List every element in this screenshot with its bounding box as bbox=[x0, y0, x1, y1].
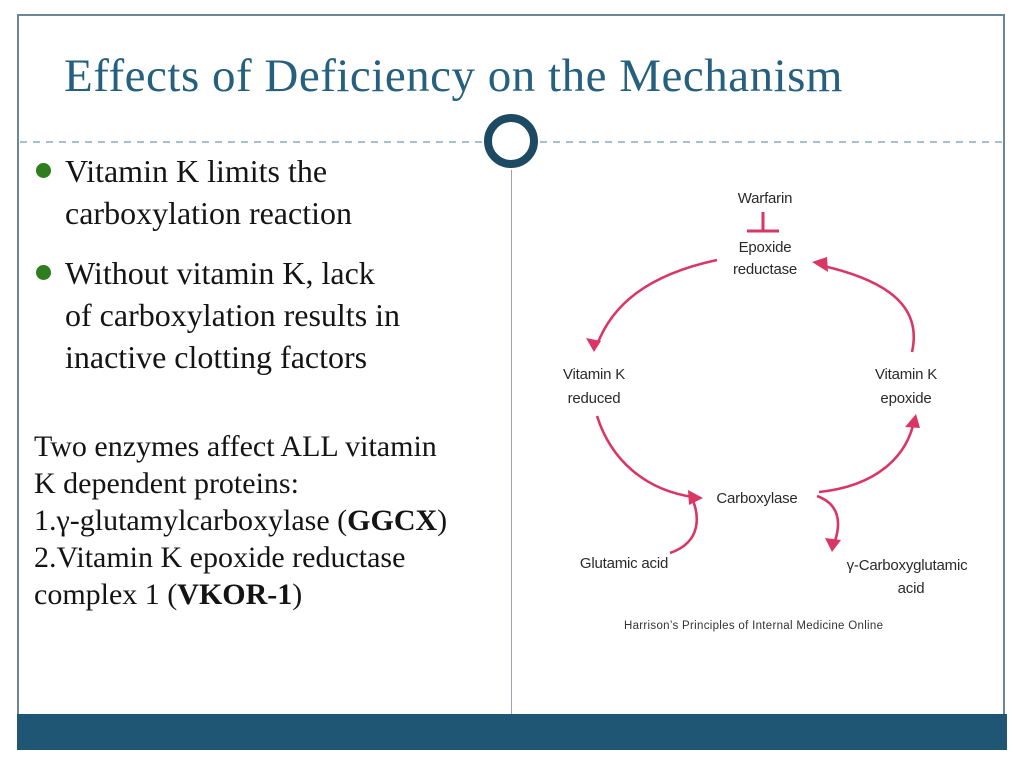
enzyme-1-text: 1.γ-glutamylcarboxylase ( bbox=[34, 504, 348, 537]
epoxide-reductase-label: Epoxide bbox=[739, 239, 792, 256]
arrow-reductase-to-reduced bbox=[595, 258, 718, 346]
slide-title: Effects of Deficiency on the Mechanism bbox=[64, 50, 843, 102]
arrow-epoxide-to-reductase bbox=[818, 263, 916, 353]
vitamin-k-reduced-label: Vitamin K bbox=[563, 366, 625, 383]
citation-text: Harrison’s Principles of Internal Medici… bbox=[624, 620, 884, 632]
bullet-line: carboxylation reaction bbox=[65, 195, 352, 231]
carboxylase-label: Carboxylase bbox=[716, 490, 797, 507]
bottom-accent-bar bbox=[17, 714, 1007, 750]
arrow-reduced-to-carboxylase bbox=[595, 415, 694, 499]
circle-ornament-icon bbox=[484, 114, 538, 168]
enzyme-2-text: complex 1 ( bbox=[34, 578, 178, 611]
paragraph-line: K dependent proteins: bbox=[34, 467, 299, 500]
column-divider-line bbox=[511, 170, 512, 714]
epoxide-reductase-label: reductase bbox=[733, 261, 797, 278]
arrowhead-icon bbox=[688, 490, 703, 505]
line-glutamic-to-carboxylase bbox=[669, 495, 699, 555]
gamma-carboxyglutamic-label: acid bbox=[898, 580, 925, 597]
list-item: Without vitamin K, lack of carboxylation… bbox=[34, 252, 512, 378]
enzyme-1-abbr: GGCX bbox=[347, 504, 438, 537]
list-item: Vitamin K limits the carboxylation react… bbox=[34, 150, 512, 234]
arrowhead-icon bbox=[825, 538, 841, 552]
bullet-text: Without vitamin K, lack of carboxylation… bbox=[65, 252, 400, 378]
bullet-line: inactive clotting factors bbox=[65, 339, 368, 375]
bullet-line: Vitamin K limits the bbox=[65, 153, 328, 189]
gamma-carboxyglutamic-label: γ-Carboxyglutamic bbox=[847, 557, 969, 574]
vitamin-k-epoxide-label: epoxide bbox=[880, 390, 931, 407]
paragraph-line: Two enzymes affect ALL vitamin bbox=[34, 430, 437, 463]
bullet-dot-icon bbox=[36, 265, 51, 280]
enzyme-1-close: ) bbox=[437, 504, 448, 537]
arrow-carboxylase-to-gamma bbox=[816, 494, 840, 545]
arrow-carboxylase-to-epoxide bbox=[818, 420, 916, 494]
vitamin-k-epoxide-label: Vitamin K bbox=[875, 366, 937, 383]
inhibition-tbar-icon bbox=[747, 212, 779, 233]
arrowhead-icon bbox=[586, 338, 601, 352]
enzyme-2-abbr: VKOR-1 bbox=[177, 578, 293, 611]
bullet-text: Vitamin K limits the carboxylation react… bbox=[65, 150, 352, 234]
glutamic-acid-label: Glutamic acid bbox=[580, 555, 668, 572]
arrowhead-icon bbox=[812, 257, 828, 272]
warfarin-label: Warfarin bbox=[738, 190, 793, 207]
paragraph-line: 1.γ-glutamylcarboxylase (GGCX) bbox=[34, 502, 524, 539]
bullet-list: Vitamin K limits the carboxylation react… bbox=[34, 150, 512, 396]
arrowhead-icon bbox=[905, 414, 920, 428]
paragraph-line: complex 1 (VKOR-1) bbox=[34, 576, 524, 613]
paragraph-line: 2.Vitamin K epoxide reductase bbox=[34, 541, 406, 574]
bullet-dot-icon bbox=[36, 163, 51, 178]
bullet-line: of carboxylation results in bbox=[65, 297, 401, 333]
vitamin-k-reduced-label: reduced bbox=[568, 390, 621, 407]
vitamin-k-cycle-diagram: Warfarin Epoxide reductase Vitamin K red… bbox=[563, 190, 969, 597]
enzymes-paragraph: Two enzymes affect ALL vitamin K depende… bbox=[34, 428, 524, 613]
enzyme-2-close: ) bbox=[292, 578, 303, 611]
bullet-line: Without vitamin K, lack bbox=[65, 255, 375, 291]
